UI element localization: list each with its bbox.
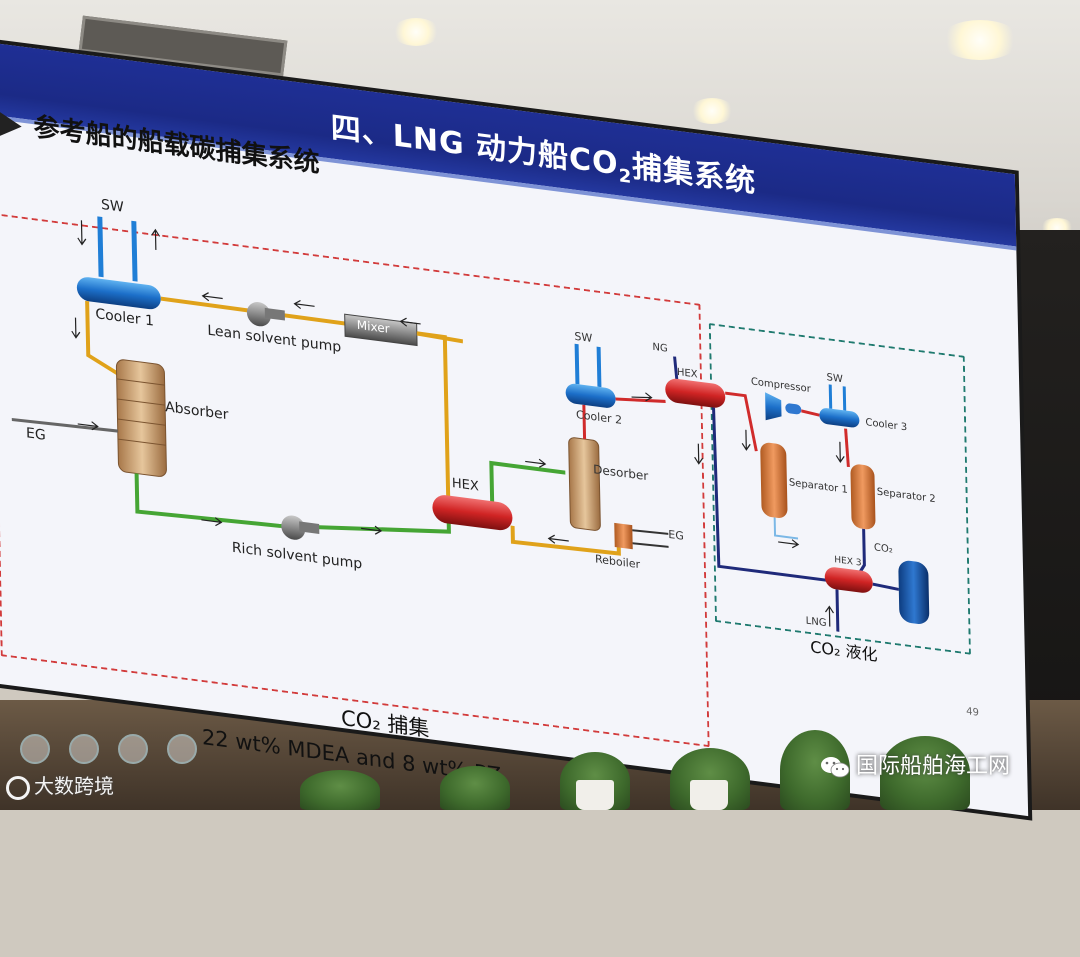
flow-arrows (71, 220, 845, 627)
label-sw-mid: SW (574, 329, 593, 346)
pen-icon (69, 734, 100, 764)
label-sw-left: SW (100, 196, 124, 216)
slide-toolbar (20, 734, 211, 768)
label-eg-right: EG (668, 527, 684, 543)
separator-1 (760, 442, 788, 518)
cooler-3 (819, 408, 860, 428)
sw-pipes-left (97, 216, 138, 282)
label-sw-right: SW (826, 372, 843, 386)
hex-top (665, 378, 726, 408)
lean-solvent-line-return (85, 300, 126, 380)
sw-pipes-right (828, 384, 847, 411)
projection-screen: 四、LNG 动力船CO2捕集系统 参考船的船载碳捕集系统 (0, 40, 1036, 957)
hex-middle (432, 495, 513, 531)
label-co2-out: CO₂ (873, 542, 893, 556)
ng-line (673, 356, 679, 384)
watermark-right: 国际船舶海工网 (820, 748, 1010, 780)
co2-storage-tank (898, 560, 930, 624)
page-number: 49 (966, 706, 980, 719)
ceiling-light (940, 20, 1020, 60)
plant-pot (690, 780, 728, 810)
separator-2 (850, 464, 876, 530)
plant (300, 770, 380, 810)
back-icon (20, 734, 50, 764)
process-diagram (11, 216, 930, 632)
more-icon (167, 734, 198, 764)
hot-gas-line (615, 397, 666, 403)
cooler-2 (565, 383, 616, 408)
plant-pot (576, 780, 614, 810)
watermark-logo-icon (6, 775, 30, 800)
plant (880, 736, 970, 810)
cold-line (712, 407, 827, 582)
sw-pipes-mid (574, 343, 602, 388)
lean-return-line (510, 525, 621, 556)
watermark-left: 大数跨境 (6, 770, 114, 800)
eg-inlet-line (11, 417, 118, 433)
cooler-1 (76, 277, 161, 310)
rich-solvent-pump (281, 515, 320, 540)
slide: 四、LNG 动力船CO2捕集系统 参考船的船载碳捕集系统 (0, 40, 1029, 817)
rich-solvent-line-2 (489, 460, 566, 504)
label-eg-left: EG (25, 425, 46, 444)
ceiling-light (392, 18, 440, 46)
reboiler (614, 522, 669, 550)
hex-3 (824, 567, 873, 593)
zoom-icon (118, 734, 149, 764)
compressor (765, 392, 802, 421)
desorber-column (568, 437, 601, 531)
wechat-icon (821, 757, 850, 778)
lean-solvent-pump (246, 302, 285, 327)
absorber-column (115, 359, 167, 477)
label-ng: NG (652, 341, 668, 355)
lng-line (835, 589, 840, 632)
ceiling-light (690, 98, 734, 124)
plant (440, 766, 510, 810)
